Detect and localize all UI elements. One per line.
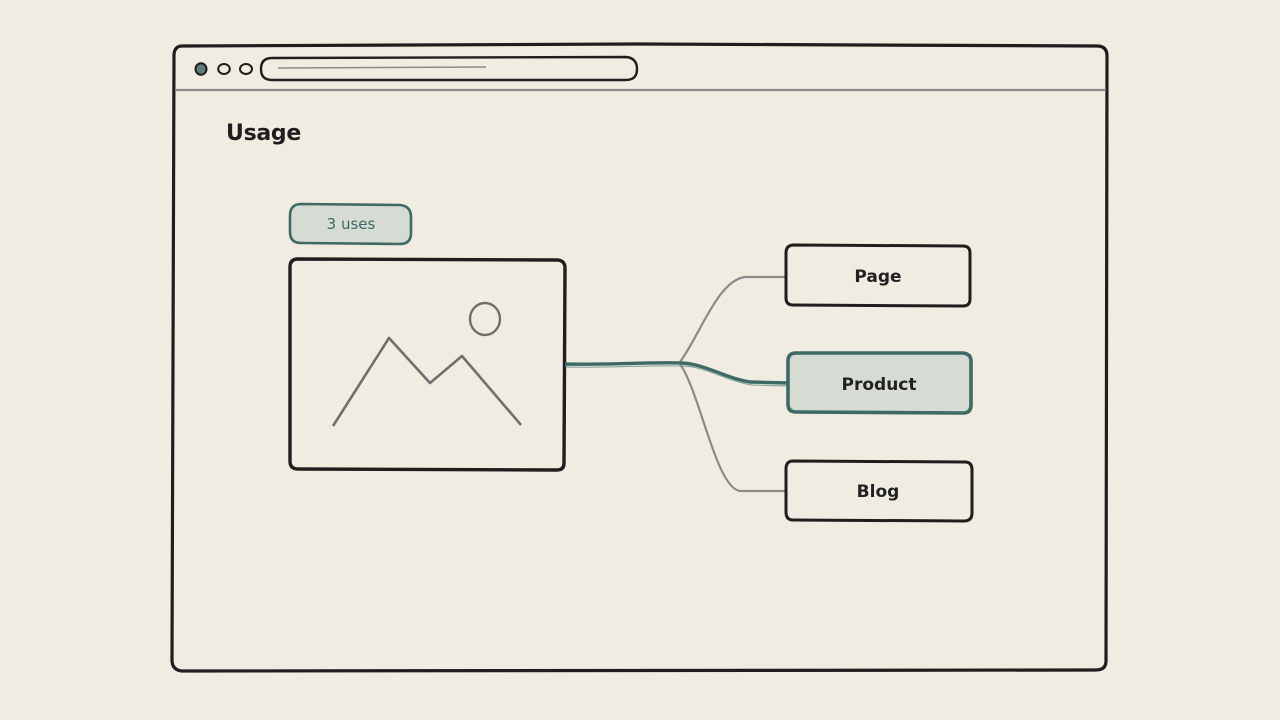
node-blog-label[interactable]: Blog — [856, 482, 900, 502]
node-page[interactable] — [784, 243, 972, 308]
node-page-label[interactable]: Page — [854, 267, 902, 287]
toolbar-divider — [175, 88, 1107, 92]
usage-badge-label: 3 uses — [326, 215, 376, 233]
usage-badge — [288, 202, 413, 246]
connector-to-product — [681, 361, 789, 385]
browser-window-frame — [170, 42, 1109, 673]
node-blog[interactable] — [784, 459, 974, 523]
window-minimize-dot[interactable] — [217, 63, 231, 75]
connector-trunk-highlight — [564, 365, 789, 387]
connector-to-page — [679, 275, 786, 363]
node-product[interactable] — [786, 351, 973, 415]
window-maximize-dot[interactable] — [239, 63, 253, 75]
window-close-dot[interactable] — [194, 62, 208, 76]
page-title: Usage — [226, 121, 301, 146]
connector-trunk — [564, 361, 683, 366]
connector-to-blog — [679, 363, 786, 493]
address-bar[interactable] — [259, 55, 639, 82]
image-asset-card[interactable] — [288, 257, 567, 472]
address-bar-placeholder-line — [277, 66, 487, 69]
node-product-label[interactable]: Product — [841, 375, 917, 395]
image-placeholder-icon — [331, 301, 522, 427]
